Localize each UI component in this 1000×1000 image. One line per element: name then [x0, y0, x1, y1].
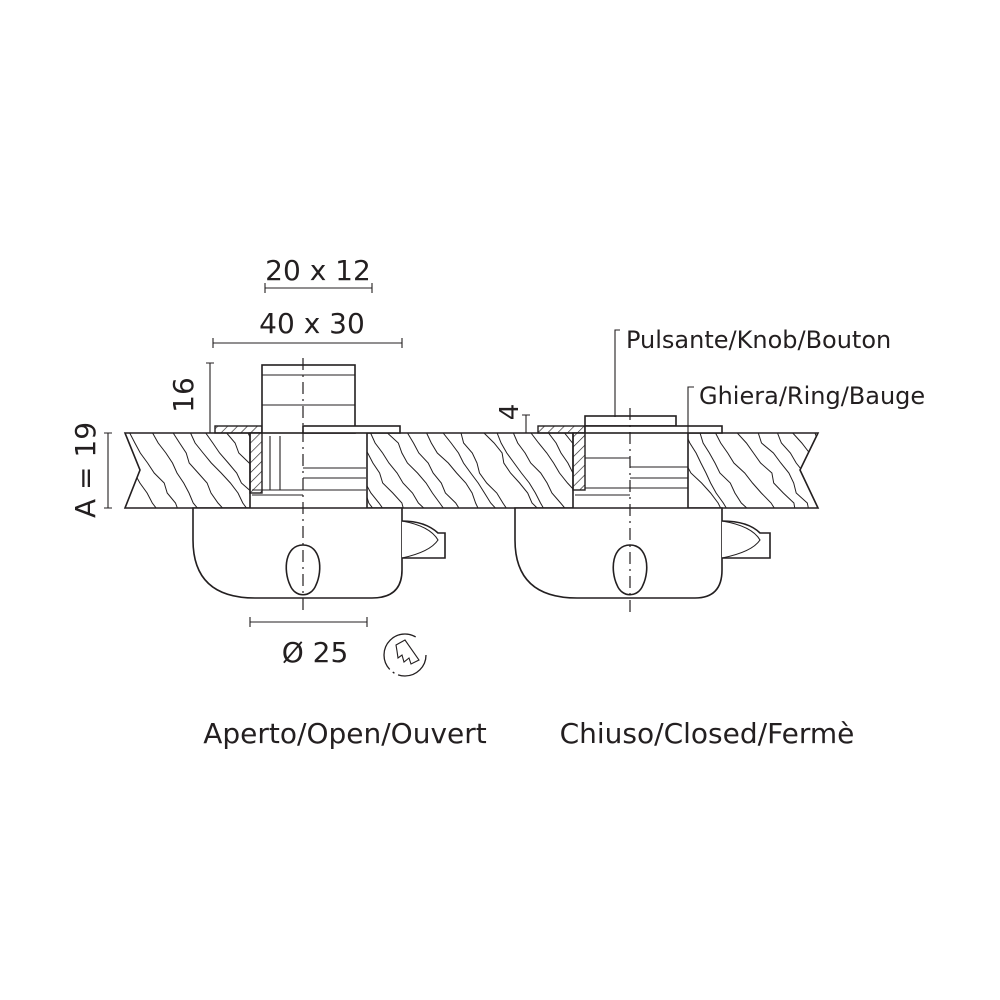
grain-line	[190, 433, 251, 508]
dim-inner-size: 20 x 12	[265, 254, 371, 287]
grain-line	[715, 433, 778, 508]
grain-line	[736, 433, 797, 508]
grain-line	[129, 433, 180, 508]
dimension-lines	[104, 283, 694, 627]
grain-line	[496, 433, 547, 508]
grain-line	[387, 433, 448, 508]
lock-closed	[514, 408, 771, 615]
grain-line	[426, 433, 481, 508]
dim-diameter: Ø 25	[282, 636, 349, 669]
label-knob: Pulsante/Knob/Bouton	[626, 326, 891, 354]
grain-line	[684, 433, 730, 508]
label-ring: Ghiera/Ring/Bauge	[699, 382, 925, 410]
grain-line	[172, 433, 228, 508]
grain-line	[407, 433, 463, 508]
grain-line	[757, 433, 810, 508]
grain-line	[483, 433, 543, 508]
grain-line	[460, 433, 511, 508]
grain-line	[814, 433, 818, 508]
lock-open	[192, 358, 446, 610]
grain-line	[699, 433, 753, 508]
grain-line	[830, 433, 886, 513]
grain-line	[152, 433, 202, 508]
grain-line	[512, 433, 570, 508]
dim-height: 16	[167, 377, 200, 413]
key-icon	[383, 633, 427, 677]
dim-thickness: A = 19	[69, 422, 102, 518]
wood-panel	[123, 432, 886, 513]
grain-line	[792, 433, 818, 508]
grain-line	[370, 433, 430, 508]
dim-ring-height: 4	[495, 404, 525, 421]
caption-closed: Chiuso/Closed/Fermè	[560, 717, 855, 750]
dim-outer-size: 40 x 30	[259, 307, 365, 340]
grain-line	[442, 433, 501, 508]
caption-open: Aperto/Open/Ouvert	[203, 717, 487, 750]
